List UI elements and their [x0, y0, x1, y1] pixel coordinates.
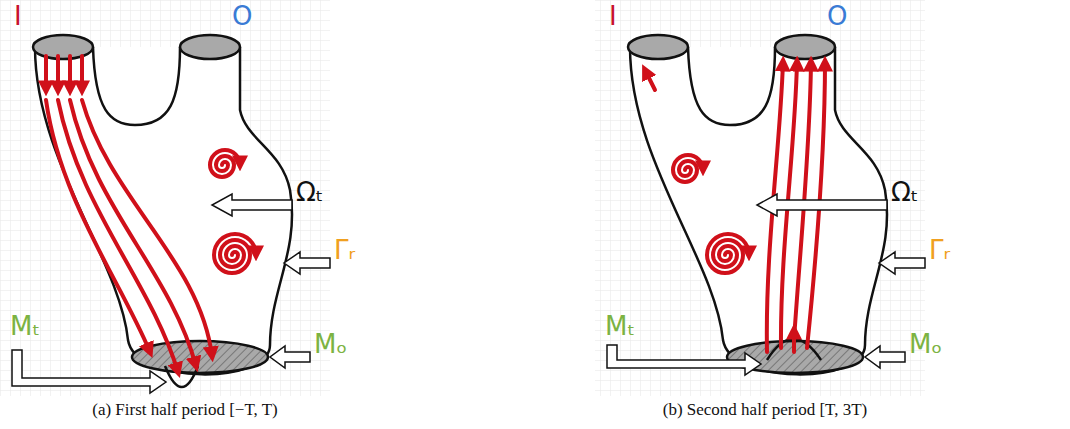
- subfigure-caption: (b) Second half period [T, 3T): [663, 401, 868, 420]
- membrane-label: Mₒ: [314, 330, 347, 359]
- outlet-label: O: [232, 2, 252, 31]
- membrane-tip-label: Mₜ: [605, 312, 635, 341]
- mo-pointer: [270, 346, 310, 368]
- omega-pointer: [757, 194, 887, 216]
- gamma-pointer: [879, 252, 925, 274]
- outlet-label: O: [827, 2, 847, 31]
- mo-pointer: [865, 346, 905, 368]
- inlet-label: I: [609, 2, 617, 31]
- panel-a: [12, 35, 330, 393]
- boundary-label: Γᵣ: [334, 236, 355, 265]
- mt-pointer: [607, 345, 761, 375]
- membrane-label: Mₒ: [909, 330, 942, 359]
- membrane-tip-label: Mₜ: [10, 312, 40, 341]
- inlet-label: I: [14, 2, 22, 31]
- boundary-label: Γᵣ: [929, 236, 950, 265]
- gamma-pointer: [284, 252, 330, 274]
- mt-pointer: [12, 350, 166, 393]
- domain-label: Ωₜ: [891, 178, 919, 207]
- domain-label: Ωₜ: [296, 178, 324, 207]
- panel-b: [607, 35, 925, 375]
- subfigure-caption: (a) First half period [−T, T): [92, 401, 278, 420]
- omega-pointer: [212, 194, 292, 216]
